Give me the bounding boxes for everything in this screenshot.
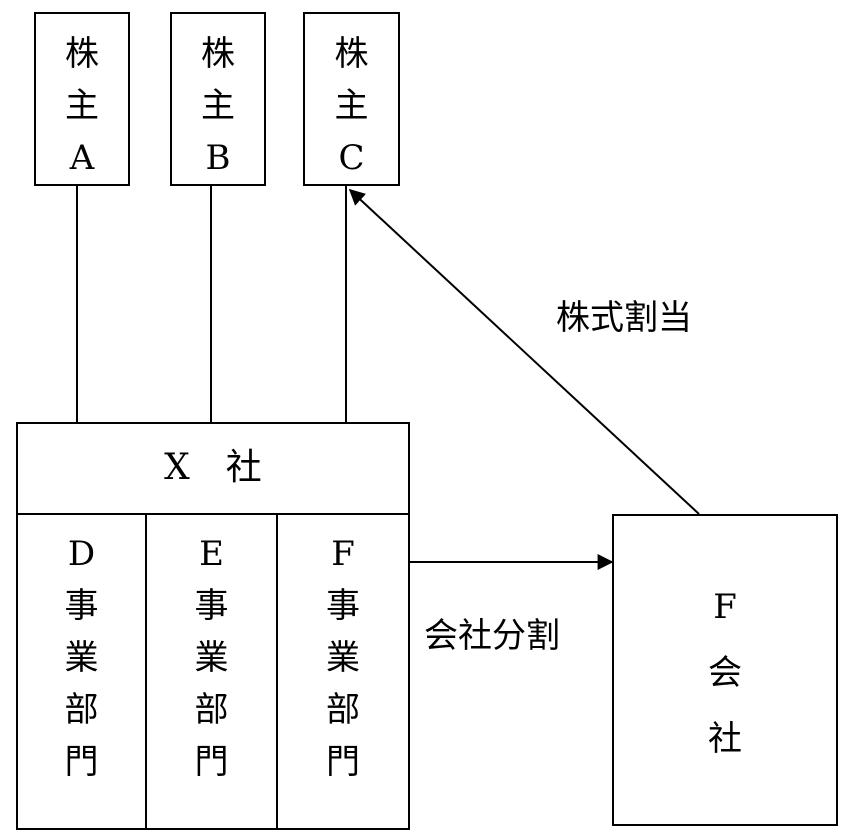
division-f-char-3: 業: [326, 638, 360, 678]
company-f-char-3: 社: [708, 719, 742, 759]
division-divider-2: [276, 514, 278, 830]
shareholder-a-char-2: 主: [65, 86, 99, 126]
shareholder-b-char-2: 主: [201, 86, 235, 126]
division-d-char-3: 業: [64, 638, 99, 678]
division-d-char-5: 門: [64, 742, 99, 782]
shareholder-c-char-1: 株: [334, 34, 369, 74]
division-divider-1: [145, 514, 147, 830]
shareholder-a-char-1: 株: [65, 34, 99, 74]
division-e-char-1: E: [199, 534, 224, 574]
division-d-char-4: 部: [64, 690, 99, 730]
division-d-char-1: D: [67, 534, 96, 574]
shareholder-c-box: 株 主 C: [303, 12, 400, 186]
shareholder-b-box: 株 主 B: [170, 12, 266, 186]
company-x-box: [16, 422, 410, 830]
division-e-char-5: 門: [194, 742, 229, 782]
stock-allotment-arrow: [348, 188, 700, 515]
division-f-char-1: F: [331, 534, 355, 574]
division-d: D 事 業 部 門: [18, 528, 145, 788]
division-d-char-2: 事: [64, 586, 99, 626]
division-e-char-3: 業: [194, 638, 229, 678]
company-f-box: F 会 社: [612, 514, 838, 826]
division-f: F 事 業 部 門: [278, 528, 408, 788]
company-f-char-1: F: [713, 587, 737, 627]
company-f-char-2: 会: [708, 653, 742, 693]
division-e-char-4: 部: [194, 690, 229, 730]
shareholder-b-char-1: 株: [201, 34, 235, 74]
shareholder-a-box: 株 主 A: [34, 12, 130, 186]
shareholder-a-char-3: A: [69, 138, 95, 178]
division-e: E 事 業 部 門: [147, 528, 276, 788]
division-f-char-4: 部: [326, 690, 360, 730]
company-x-title-divider: [16, 513, 410, 515]
division-f-char-5: 門: [326, 742, 360, 782]
company-split-label: 会社分割: [424, 616, 560, 656]
stock-allotment-label: 株式割当: [556, 298, 692, 338]
division-e-char-2: 事: [194, 586, 229, 626]
shareholder-b-char-3: B: [205, 138, 231, 178]
company-x-title: X 社: [164, 447, 262, 488]
division-f-char-2: 事: [326, 586, 360, 626]
shareholder-c-char-2: 主: [334, 86, 369, 126]
shareholder-c-char-3: C: [338, 138, 365, 178]
